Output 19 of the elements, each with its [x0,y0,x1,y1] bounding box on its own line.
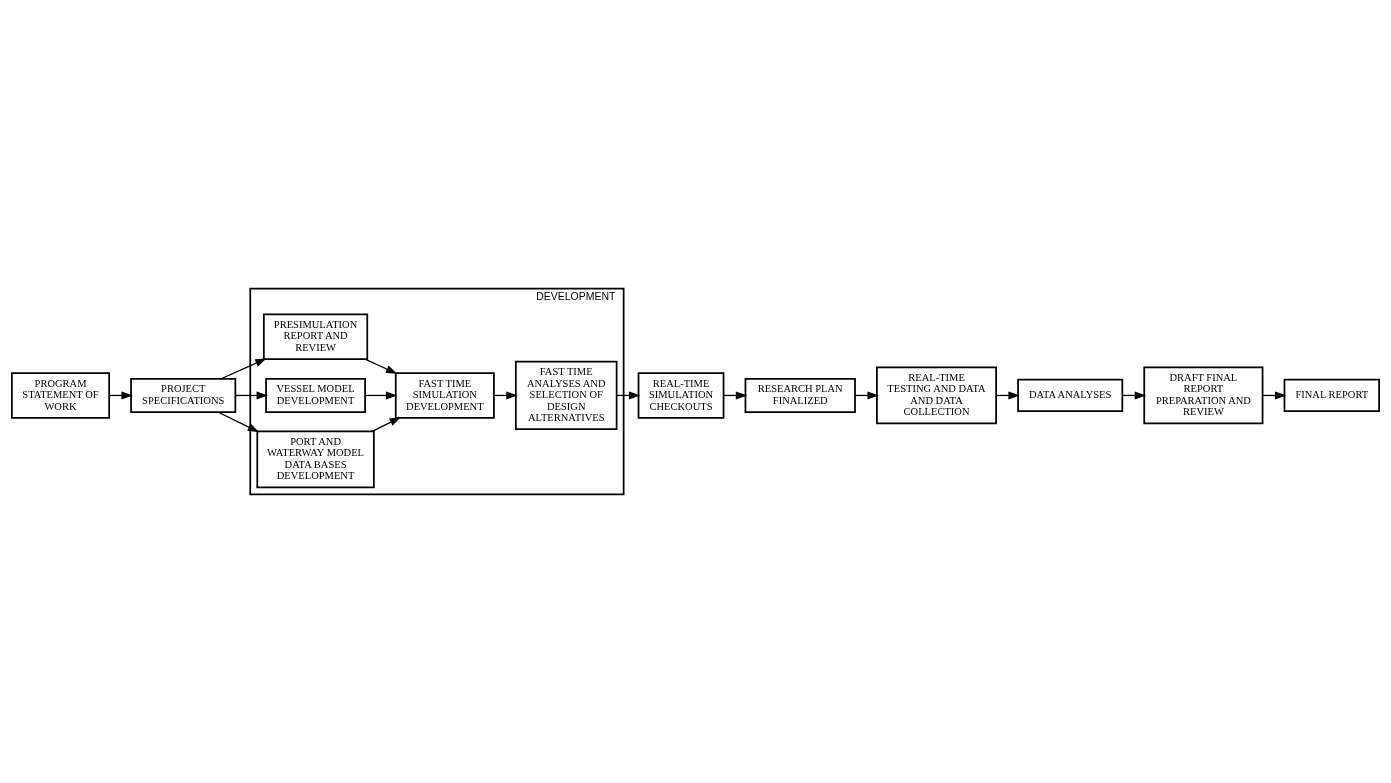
node-box: FINAL REPORT [1283,378,1380,413]
arrow [371,417,401,432]
arrow [364,391,398,400]
node-box: REAL-TIME TESTING AND DATA AND DATA COLLECTION [876,366,997,425]
node-box: DRAFT FINAL REPORT PREPARATION AND REVIEW [1143,366,1264,425]
node-box: VESSEL MODEL DEVELOPMENT [265,377,366,413]
arrow [235,391,268,400]
node-box: PROJECT SPECIFICATIONS [130,377,237,413]
node-box: PORT AND WATERWAY MODEL DATA BASES DEVELOPMENT [256,430,375,489]
node-box: FAST TIME ANALYSES AND SELECTION OF DESIGN ALTERNATIVES [514,360,618,431]
node-box: PROGRAM STATEMENT OF WORK [11,372,111,419]
arrow [364,358,398,374]
node-box: PRESIMULATION REPORT AND REVIEW [262,313,369,360]
node-box: REAL-TIME SIMULATION CHECKOUTS [637,372,725,419]
node-box: FAST TIME SIMULATION DEVELOPMENT [394,372,495,419]
node-box: RESEARCH PLAN FINALIZED [744,377,856,413]
arrow [217,411,260,433]
arrow [220,358,267,380]
node-box: DATA ANALYSES [1017,378,1124,413]
